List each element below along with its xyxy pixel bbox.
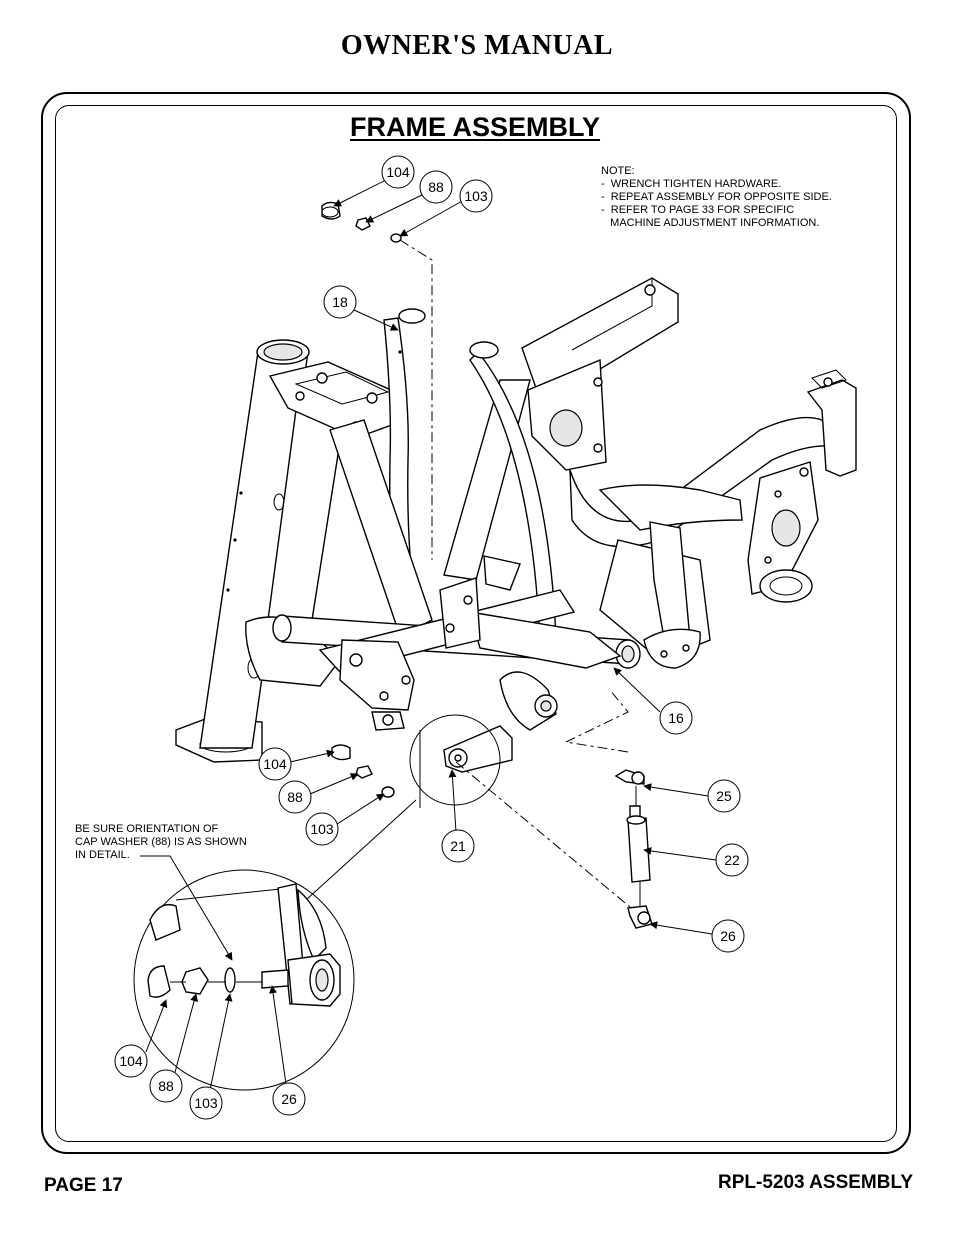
note-line: - WRENCH TIGHTEN HARDWARE. (601, 178, 782, 190)
callout-label: 26 (281, 1091, 297, 1107)
callout-balloon: 22 (715, 843, 749, 877)
page-outer-border (41, 92, 911, 1154)
callout-balloon: 88 (419, 170, 453, 204)
callout-balloon: 104 (381, 155, 415, 189)
orientation-note-line: BE SURE ORIENTATION OF (75, 823, 219, 835)
top-hardware-stack (321, 201, 402, 243)
callout-label: 22 (724, 852, 740, 868)
callout-label: 18 (332, 294, 348, 310)
callout-balloon: 103 (459, 179, 493, 213)
callout-balloon: 104 (258, 747, 292, 781)
assembly-note: NOTE: - WRENCH TIGHTEN HARDWARE. - REPEA… (601, 165, 832, 230)
page-inner-border (55, 105, 897, 1142)
detail-target-circle (409, 714, 501, 806)
assembly-dashed-lines (305, 239, 637, 913)
callout-balloon: 103 (305, 812, 339, 846)
section-title: FRAME ASSEMBLY (350, 112, 601, 142)
mid-hardware-stack (331, 744, 395, 798)
callout-balloon: 25 (707, 779, 741, 813)
callout-label: 103 (464, 188, 488, 204)
callout-label: 26 (720, 928, 736, 944)
orientation-note: BE SURE ORIENTATION OF CAP WASHER (88) I… (75, 823, 247, 862)
callout-label: 103 (310, 821, 334, 837)
leader-lines (140, 179, 717, 1091)
callout-label: 25 (716, 788, 732, 804)
callout-label: 104 (119, 1053, 143, 1069)
callout-balloon: 104 (114, 1044, 148, 1078)
callout-balloon: 26 (711, 919, 745, 953)
callout-balloon: 16 (659, 701, 693, 735)
callout-label: 88 (428, 179, 444, 195)
callout-balloon: 103 (189, 1086, 223, 1120)
model-assembly-label: RPL-5203 ASSEMBLY (718, 1172, 913, 1193)
orientation-note-line: CAP WASHER (88) IS AS SHOWN (75, 836, 247, 848)
note-line: NOTE: (601, 165, 635, 177)
page-number: PAGE 17 (44, 1175, 123, 1196)
callout-balloon: 88 (149, 1069, 183, 1103)
callout-label: 103 (194, 1095, 218, 1111)
callout-label: 104 (263, 756, 287, 772)
note-line: MACHINE ADJUSTMENT INFORMATION. (601, 217, 820, 229)
callout-label: 21 (450, 838, 466, 854)
callout-balloon: 21 (441, 829, 475, 863)
gas-spring-assembly (614, 769, 653, 929)
callout-label: 88 (158, 1078, 174, 1094)
document-header-title: OWNER'S MANUAL (340, 30, 614, 61)
callout-balloon: 26 (272, 1082, 306, 1116)
detail-view (133, 869, 355, 1091)
callout-balloon: 88 (278, 780, 312, 814)
note-line: - REFER TO PAGE 33 FOR SPECIFIC (601, 204, 795, 216)
machine-frame (175, 277, 857, 773)
callout-label: 16 (668, 710, 684, 726)
orientation-note-line: IN DETAIL. (75, 849, 130, 861)
callout-label: 104 (386, 164, 410, 180)
callout-balloon: 18 (323, 285, 357, 319)
callout-label: 88 (287, 789, 303, 805)
note-line: - REPEAT ASSEMBLY FOR OPPOSITE SIDE. (601, 191, 832, 203)
